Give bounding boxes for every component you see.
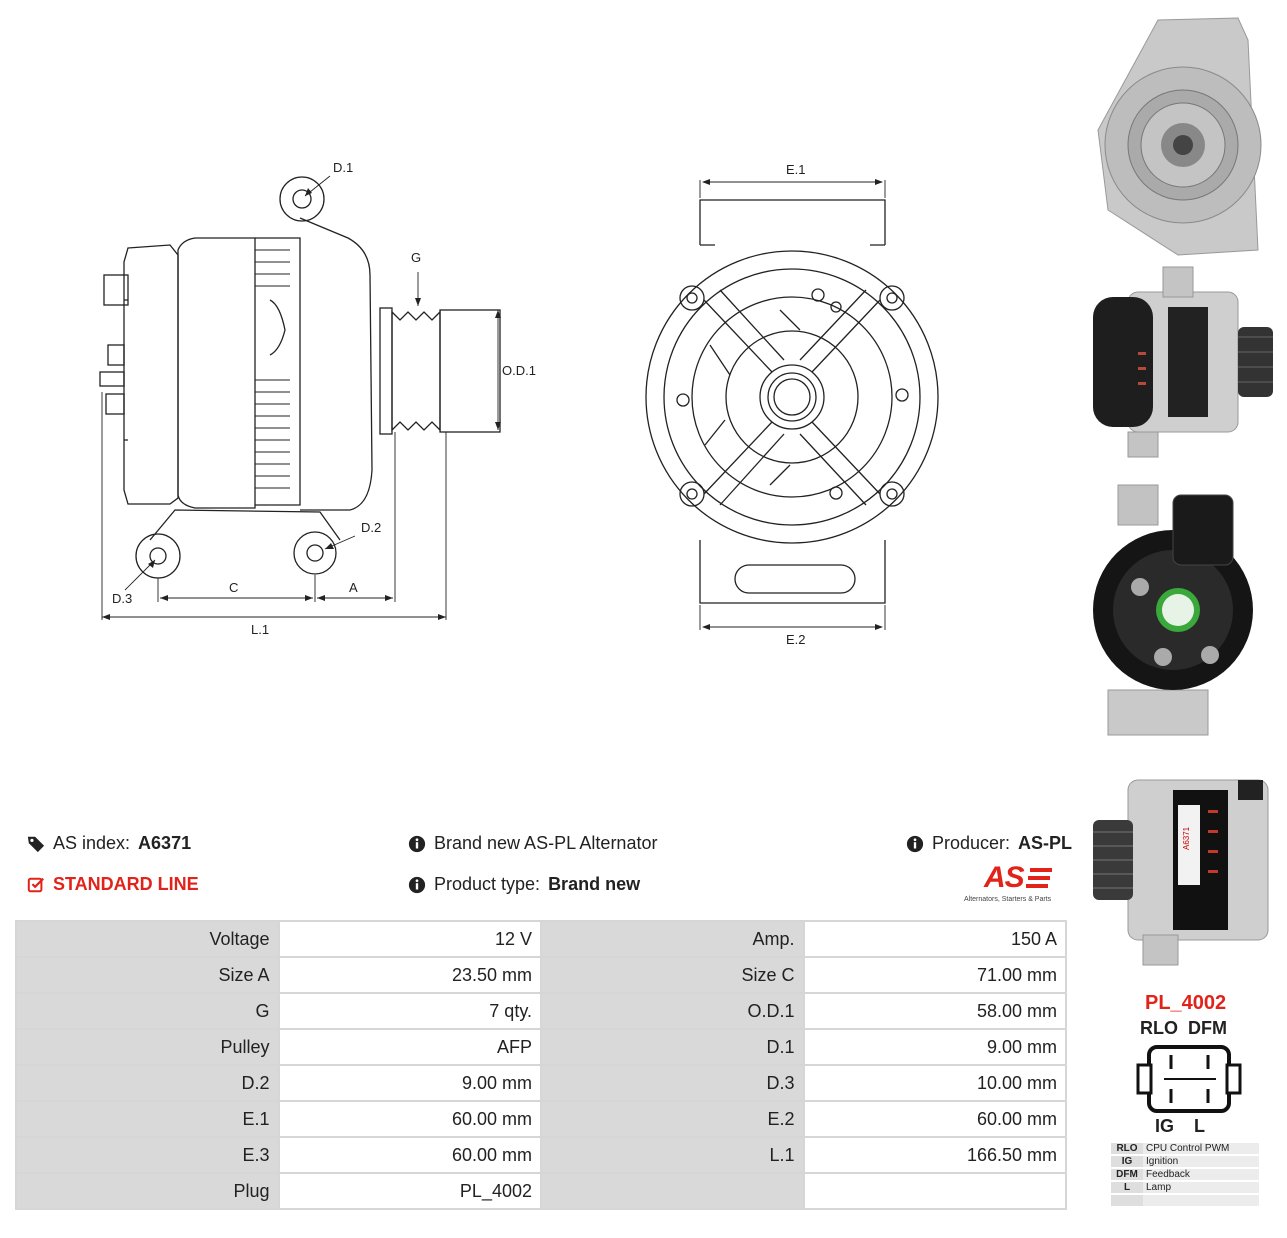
- label-od1: O.D.1: [502, 363, 536, 378]
- pin-key: [1111, 1195, 1143, 1206]
- label-a: A: [349, 580, 358, 595]
- pin-desc: CPU Control PWM: [1143, 1143, 1259, 1154]
- as-pl-logo: AS Alternators, Starters & Parts: [964, 862, 1068, 908]
- front-view-drawing: E.1 E.2: [645, 162, 939, 647]
- producer-value: AS-PL: [1018, 833, 1073, 853]
- table-row: D.2 9.00 mm D.3 10.00 mm: [17, 1066, 1065, 1100]
- spec-label: E.3: [17, 1138, 278, 1172]
- spec-label: Plug: [17, 1174, 278, 1208]
- spec-label: E.2: [542, 1102, 803, 1136]
- plug-top-pins: RLO DFM: [1140, 1018, 1227, 1038]
- spec-label: L.1: [542, 1138, 803, 1172]
- product-type-value: Brand new: [548, 874, 641, 894]
- standard-line-label: STANDARD LINE: [53, 874, 199, 894]
- spec-table: Voltage 12 V Amp. 150 A Size A 23.50 mm …: [15, 920, 1067, 1210]
- spec-label: Size A: [17, 958, 278, 992]
- info-icon: [408, 876, 426, 893]
- table-row: E.1 60.00 mm E.2 60.00 mm: [17, 1102, 1065, 1136]
- pin-key: IG: [1111, 1156, 1143, 1167]
- pin-key: L: [1111, 1182, 1143, 1193]
- spec-value: 60.00 mm: [279, 1102, 540, 1136]
- standard-line-row: STANDARD LINE: [27, 874, 199, 895]
- spec-value: 7 qty.: [279, 994, 540, 1028]
- as-index-value: A6371: [138, 833, 192, 853]
- list-item: [1111, 1195, 1259, 1206]
- pin-desc: Ignition: [1143, 1156, 1259, 1167]
- spec-label: G: [17, 994, 278, 1028]
- spec-label: Size C: [542, 958, 803, 992]
- spec-label: O.D.1: [542, 994, 803, 1028]
- producer-row: Producer: AS-PL: [906, 833, 1072, 854]
- table-row: Size A 23.50 mm Size C 71.00 mm: [17, 958, 1065, 992]
- as-index-label: AS index:: [53, 833, 131, 853]
- description-row: Brand new AS-PL Alternator: [408, 833, 657, 854]
- pin-desc: [1143, 1195, 1259, 1206]
- table-row: Voltage 12 V Amp. 150 A: [17, 922, 1065, 956]
- table-row: Pulley AFP D.1 9.00 mm: [17, 1030, 1065, 1064]
- plug-code: PL_4002: [1145, 992, 1227, 1014]
- spec-value: 60.00 mm: [804, 1102, 1065, 1136]
- spec-value: 71.00 mm: [804, 958, 1065, 992]
- info-icon: [408, 835, 426, 852]
- pin-desc: Lamp: [1143, 1182, 1259, 1193]
- product-type-label: Product type:: [434, 874, 541, 894]
- photo-rear: [1093, 484, 1253, 736]
- info-icon: [906, 835, 924, 852]
- spec-label: Pulley: [17, 1030, 278, 1064]
- pin-key: DFM: [1111, 1169, 1143, 1180]
- spec-value: PL_4002: [279, 1174, 540, 1208]
- plug-bottom-pins: IG L: [1155, 1116, 1206, 1136]
- plug-connector-icon: [1136, 1045, 1242, 1113]
- spec-value: 58.00 mm: [804, 994, 1065, 1028]
- spec-value: AFP: [279, 1030, 540, 1064]
- label-e2: E.2: [786, 632, 806, 647]
- table-row: G 7 qty. O.D.1 58.00 mm: [17, 994, 1065, 1028]
- spec-label: E.1: [17, 1102, 278, 1136]
- description-text: Brand new AS-PL Alternator: [434, 833, 658, 853]
- logo-tagline: Alternators, Starters & Parts: [964, 896, 1052, 903]
- spec-label: D.3: [542, 1066, 803, 1100]
- sticker-text: A6371: [1182, 826, 1191, 850]
- photo-front: [1097, 17, 1262, 256]
- product-type-row: Product type: Brand new: [408, 874, 640, 895]
- spec-value: 166.50 mm: [804, 1138, 1065, 1172]
- producer-label: Producer:: [932, 833, 1011, 853]
- pin-desc: Feedback: [1143, 1169, 1259, 1180]
- as-index-row: AS index: A6371: [27, 833, 191, 854]
- label-l1: L.1: [251, 622, 269, 637]
- spec-value: 9.00 mm: [279, 1066, 540, 1100]
- checkbox-icon: [27, 877, 44, 892]
- spec-value: 9.00 mm: [804, 1030, 1065, 1064]
- pin-key: RLO: [1111, 1143, 1143, 1154]
- tag-icon: [27, 836, 45, 852]
- label-g: G: [411, 250, 421, 265]
- logo-mark: AS: [984, 861, 1025, 894]
- spec-label: Amp.: [542, 922, 803, 956]
- spec-label: D.2: [17, 1066, 278, 1100]
- spec-value: 150 A: [804, 922, 1065, 956]
- table-row: E.3 60.00 mm L.1 166.50 mm: [17, 1138, 1065, 1172]
- photo-top: A6371: [1093, 779, 1269, 966]
- spec-value: [804, 1174, 1065, 1208]
- table-row: Plug PL_4002: [17, 1174, 1065, 1208]
- label-d3: D.3: [112, 591, 132, 606]
- spec-value: 10.00 mm: [804, 1066, 1065, 1100]
- label-d2: D.2: [361, 520, 381, 535]
- spec-value: 60.00 mm: [279, 1138, 540, 1172]
- spec-label: Voltage: [17, 922, 278, 956]
- spec-value: 23.50 mm: [279, 958, 540, 992]
- side-view-drawing: D.1 G O.D.1 D.2 D.3 C A L.1: [99, 160, 536, 637]
- label-d1: D.1: [333, 160, 353, 175]
- label-e1: E.1: [786, 162, 806, 177]
- label-c: C: [229, 580, 238, 595]
- photo-side: [1093, 266, 1273, 458]
- spec-value: 12 V: [279, 922, 540, 956]
- spec-label: [542, 1174, 803, 1208]
- spec-label: D.1: [542, 1030, 803, 1064]
